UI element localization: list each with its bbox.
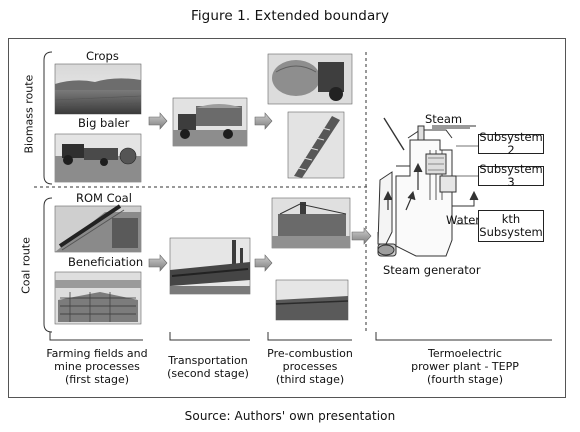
big-baler-label: Big baler (78, 116, 130, 130)
stage-3-line3: (third stage) (275, 373, 345, 386)
diagram-frame (8, 38, 566, 398)
stage-1-line2: mine processes (54, 360, 140, 373)
stage-4-line3: (fourth stage) (427, 373, 503, 386)
subsystem-3-label: Subsystem 3 (479, 162, 543, 189)
stage-1-line3: (first stage) (64, 373, 130, 386)
figure-source: Source: Authors' own presentation (184, 409, 396, 423)
kth-subsystem-box: kth Subsystem (478, 210, 544, 242)
subsystem-2-label: Subsystem 2 (479, 130, 543, 157)
water-label: Water (446, 213, 480, 227)
arrow-coal-to-transport (148, 254, 168, 272)
rom-coal-label: ROM Coal (76, 191, 132, 205)
stage-1-caption: Farming fields and mine processes (first… (44, 347, 150, 386)
coal-train-photo (169, 237, 251, 295)
kth-label-line2: Subsystem (479, 225, 543, 239)
stage-2-line1: Transportation (168, 354, 248, 367)
beneficiation-photo (54, 271, 142, 325)
stage-2-caption: Transportation (second stage) (162, 354, 254, 380)
coal-bracket (43, 197, 53, 333)
coal-mill-photo (271, 197, 351, 249)
subsystem-connectors (456, 145, 478, 225)
subsystem-2-box: Subsystem 2 (478, 130, 544, 157)
steam-generator-label: Steam generator (383, 263, 481, 277)
crops-label: Crops (86, 49, 119, 63)
arrow-transport-to-precombustion-coal (254, 254, 273, 272)
stage-4-line2: prower plant - TEPP (411, 360, 519, 373)
biomass-conveyor-photo (287, 111, 345, 179)
rom-coal-photo (54, 204, 142, 253)
boiler-schematic (377, 117, 479, 257)
stage-4-caption: Termoelectric prower plant - TEPP (fourt… (380, 347, 550, 386)
stage-3-line2: processes (282, 360, 338, 373)
stage-1-line1: Farming fields and (46, 347, 148, 360)
beneficiation-label: Beneficiation (68, 255, 144, 269)
stage-3-line1: Pre-combustion (267, 347, 353, 360)
kth-label-line1: kth (501, 212, 521, 226)
bale-handling-photo (267, 53, 353, 105)
arrow-to-steam-generator (351, 227, 372, 245)
coal-storage-photo (275, 279, 349, 321)
subsystem-3-box: Subsystem 3 (478, 162, 544, 189)
biomass-truck-photo (172, 97, 248, 147)
arrow-crops-to-transport (148, 112, 168, 130)
arrow-transport-to-precombustion-biomass (254, 112, 273, 130)
figure-title: Figure 1. Extended boundary (190, 8, 390, 24)
steam-label: Steam (425, 112, 463, 126)
stage-3-caption: Pre-combustion processes (third stage) (262, 347, 358, 386)
biomass-bracket (43, 51, 53, 185)
big-baler-photo (54, 133, 142, 183)
stage-4-line1: Termoelectric (428, 347, 502, 360)
crops-photo (54, 63, 142, 115)
stage-2-line2: (second stage) (167, 367, 249, 380)
